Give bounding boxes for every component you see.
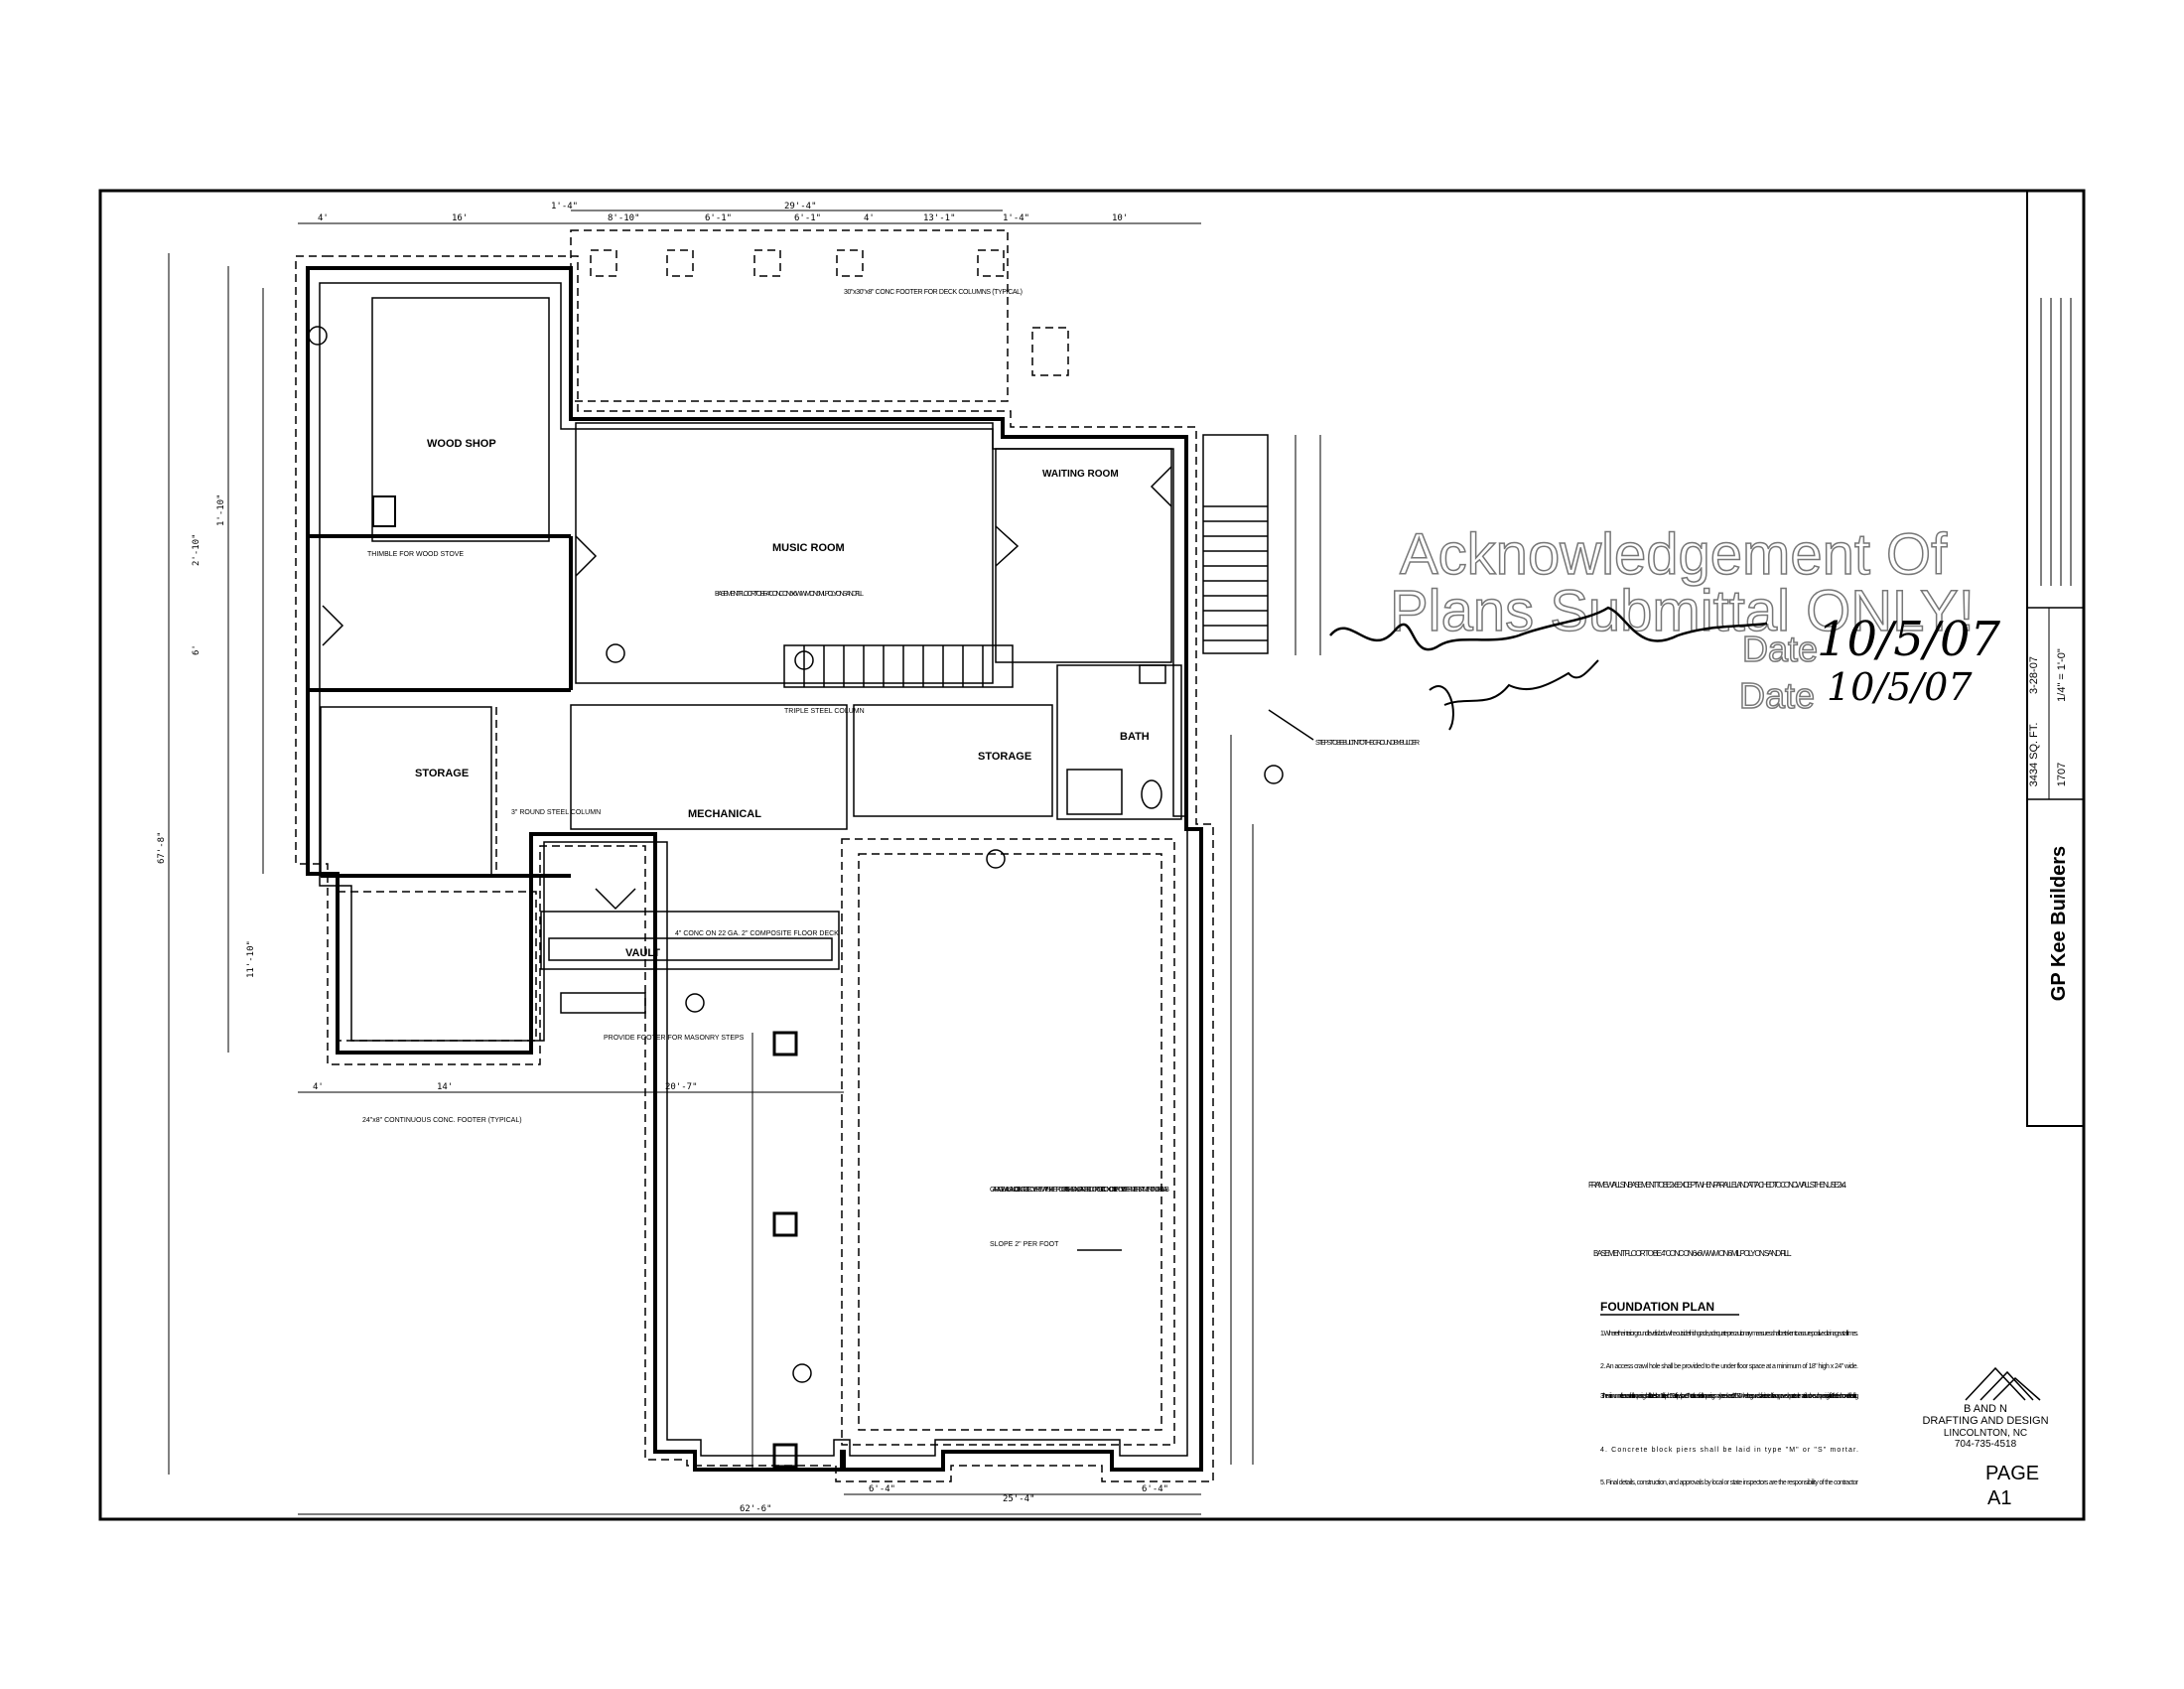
stamp-date-label2: Date <box>1739 675 1815 716</box>
dim-top-10: 10' <box>1112 213 1128 223</box>
firm-block: B AND N DRAFTING AND DESIGN LINCOLNTON, … <box>1922 1366 2049 1509</box>
title-block-notes <box>2040 298 2072 586</box>
dimension-lines <box>168 210 1321 1515</box>
foundation-item-5: 5. Final details, construction, and appr… <box>1600 1479 1859 1486</box>
interior-stair <box>783 644 1014 688</box>
note-vault-deck: 4" CONC ON 22 GA. 2" COMPOSITE FLOOR DEC… <box>675 930 839 937</box>
stamp-line1: Acknowledgement Of <box>1400 522 1948 587</box>
room-vault: VAULT <box>625 947 660 959</box>
dim-top-0: 4' <box>318 213 329 223</box>
note-frame-walls: FRAME WALLS IN BASEMENT TO BE 2x6 EXCEPT… <box>1588 1181 1846 1190</box>
title-block: GP Kee Builders 3434 SQ. FT. 3-28-07 170… <box>2026 190 2085 1127</box>
note-music-floor: BASEMENT FLOOR TO BE 4" CONC ON 6x6 WWM … <box>715 591 864 598</box>
dim-top-7: 4' <box>864 213 875 223</box>
note-basement-floor: BASEMENT FLOOR TO BE 4" CONC ON 6x6 WWM … <box>1593 1249 1792 1258</box>
note-steps-builder: STEPS TO BE BUILT INTO THE GROUND BY BUI… <box>1315 740 1420 747</box>
dim-top-1: 16' <box>452 213 468 223</box>
steps-leader <box>1268 709 1314 741</box>
dim-left-1: 2'-10" <box>192 533 202 566</box>
room-bath: BATH <box>1120 731 1150 743</box>
foundation-heading: FOUNDATION PLAN <box>1600 1300 1714 1314</box>
bath-fixtures <box>1066 664 1166 815</box>
note-steel-column: 3" ROUND STEEL COLUMN <box>511 809 601 816</box>
room-storage-left: STORAGE <box>415 768 469 779</box>
note-thimble: THIMBLE FOR WOOD STOVE <box>367 551 464 558</box>
signature-1 <box>1329 606 1768 651</box>
dim-bottom-5: 6'-4" <box>869 1484 895 1494</box>
dim-left-0: 67'-8" <box>157 831 167 864</box>
dim-top-9: 1'-4" <box>1003 213 1029 223</box>
foundation-notes: FOUNDATION PLAN 1. Where the interior gr… <box>1600 1300 1859 1486</box>
interior-walls <box>308 297 1182 1446</box>
firm-logo <box>1965 1366 2041 1401</box>
firm-line1: B AND N <box>1964 1403 2007 1415</box>
stamp-date-label1: Date <box>1742 629 1818 669</box>
room-waiting-room: WAITING ROOM <box>1042 469 1119 480</box>
deck-footings <box>590 249 1069 376</box>
dim-bottom-4: 25'-4" <box>1003 1494 1035 1504</box>
dim-left-3: 11'-10" <box>246 940 256 978</box>
floor-plan: WOOD SHOP MUSIC ROOM WAITING ROOM STORAG… <box>157 202 1420 1515</box>
page-label: PAGE <box>1985 1463 2039 1484</box>
title-scale: 1/4" = 1'-0" <box>2056 648 2068 702</box>
stamp-date-hand1: 10/5/07 <box>1817 612 2001 667</box>
title-client: GP Kee Builders <box>2048 846 2070 1001</box>
exterior-stair <box>1202 434 1269 654</box>
note-masonry-footer: PROVIDE FOOTER FOR MASONRY STEPS <box>604 1035 745 1042</box>
door-swings <box>322 466 1172 911</box>
room-storage-right: STORAGE <box>978 751 1031 763</box>
dim-top-6: 6'-1" <box>794 213 821 223</box>
signature-2 <box>1429 659 1599 731</box>
dim-bottom-1: 4' <box>313 1082 324 1092</box>
room-wood-shop: WOOD SHOP <box>427 438 496 450</box>
firm-phone: 704-735-4518 <box>1955 1439 2017 1450</box>
dim-bottom-6: 6'-4" <box>1142 1484 1168 1494</box>
foundation-item-2: 2. An access crawl hole shall be provide… <box>1600 1363 1858 1370</box>
section-markers <box>308 326 1284 1383</box>
note-deck-footing: 30"x30"x8" CONC FOOTER FOR DECK COLUMNS … <box>844 289 1023 296</box>
masonry-piers <box>372 495 798 1469</box>
dim-left-4: 1'-10" <box>216 493 226 526</box>
sheet-border <box>98 189 2086 1521</box>
dim-top-5: 6'-1" <box>705 213 732 223</box>
room-music-room: MUSIC ROOM <box>772 542 845 554</box>
foundation-wall-outer <box>306 266 1203 1472</box>
title-job: 1707 <box>2056 763 2068 786</box>
page-number: A1 <box>1987 1487 2011 1509</box>
title-date: 3-28-07 <box>2028 656 2040 694</box>
firm-line2: DRAFTING AND DESIGN <box>1922 1415 2048 1427</box>
note-triple-steel: TRIPLE STEEL COLUMN <box>784 708 865 715</box>
note-continuous-footer: 24"x8" CONTINUOUS CONC. FOOTER (TYPICAL) <box>362 1117 522 1124</box>
room-mechanical: MECHANICAL <box>688 808 761 820</box>
title-sqft: 3434 SQ. FT. <box>2028 723 2040 787</box>
dim-bottom-2: 14' <box>437 1082 453 1092</box>
dim-bottom-3: 20'-7" <box>665 1082 698 1092</box>
dim-top-2: 1'-4" <box>551 202 578 211</box>
stamp-date-hand2: 10/5/07 <box>1827 665 1973 709</box>
foundation-item-3: 3. The minimum net free area of ventilat… <box>1600 1393 1858 1400</box>
firm-line3: LINCOLNTON, NC <box>1944 1428 2027 1439</box>
footing-dashed <box>295 255 1214 1482</box>
dim-top-3: 29'-4" <box>784 202 817 211</box>
note-garage-slope: SLOPE 2" PER FOOT <box>990 1241 1059 1248</box>
note-garage: GARAGE: WALLS AND CEILING TO BE COVERED … <box>990 1187 1169 1194</box>
dim-top-8: 13'-1" <box>923 213 956 223</box>
foundation-item-1: 1. Where the interior ground level is be… <box>1600 1331 1858 1337</box>
foundation-wall-inner <box>319 282 1188 1457</box>
dim-top-4: 8'-10" <box>608 213 640 223</box>
acknowledgement-stamp: Acknowledgement Of Plans Submittal ONLY!… <box>1329 521 2001 731</box>
dim-left-2: 6' <box>192 644 202 655</box>
deck-outline <box>570 229 1009 402</box>
foundation-item-4: 4. Concrete block piers shall be laid in… <box>1600 1447 1858 1454</box>
dim-bottom-0: 62'-6" <box>740 1504 772 1514</box>
